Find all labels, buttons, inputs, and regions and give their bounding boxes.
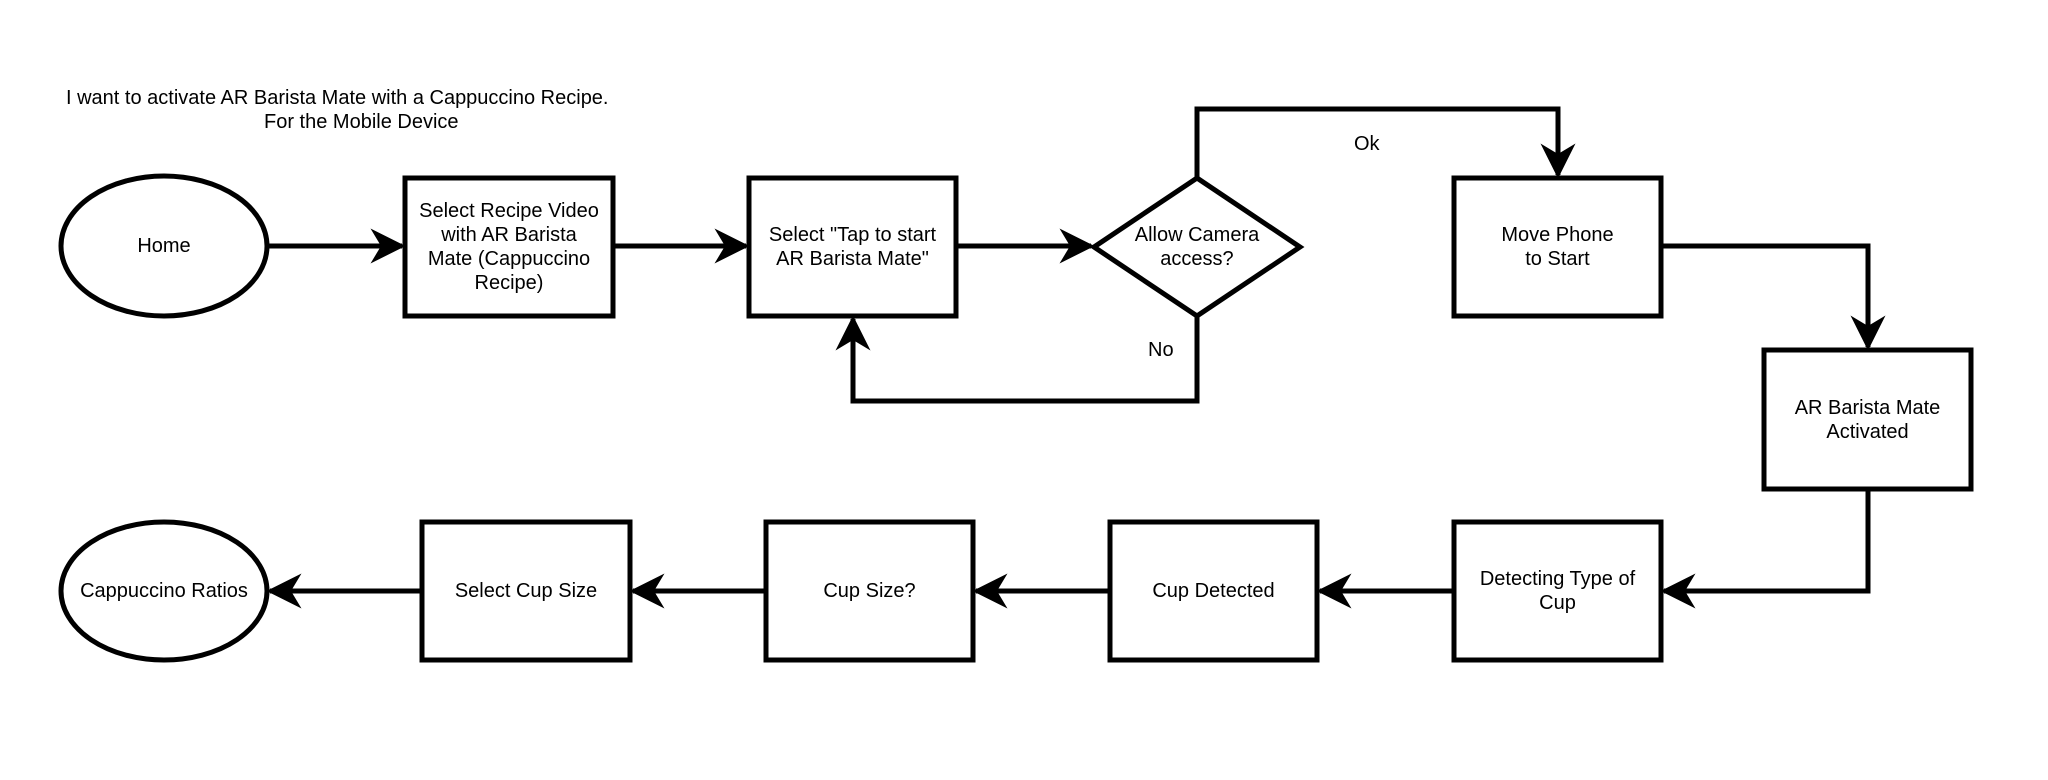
select-cup-size-node-label: Select Cup Size [454, 580, 598, 602]
edge-allow-camera-no [835, 315, 1200, 404]
cup-detected-node-label: Cup Detected [1152, 580, 1275, 602]
detecting-node-label: Detecting Type of Cup [1479, 568, 1636, 614]
select-recipe-node-shape [402, 175, 616, 319]
select-cup-size-node-shape [419, 519, 633, 663]
edge-allow-camera-ok [1194, 106, 1576, 179]
edge-label-no: No [1148, 339, 1174, 361]
select-recipe-node-label: Select Recipe Video with AR Barista Mate… [419, 200, 599, 294]
edge-activated-to-detecting [1660, 489, 1871, 609]
edge-label-ok: Ok [1354, 133, 1380, 155]
home-node-label: Home [137, 235, 191, 257]
allow-camera-decision-label: Allow Camera access? [1134, 224, 1260, 270]
diagram-heading-line2: For the Mobile Device [264, 111, 459, 133]
cup-size-question-node-label: Cup Size? [823, 580, 916, 602]
ratios-node-label: Cappuccino Ratios [80, 580, 248, 602]
move-phone-node-label: Move Phone to Start [1501, 224, 1614, 270]
tap-to-start-node-label: Select "Tap to start AR Barista Mate" [768, 224, 937, 270]
edge-move-phone-to-activated [1661, 243, 1886, 351]
tap-to-start-node-shape [746, 175, 959, 319]
activated-node-label: AR Barista Mate Activated [1794, 396, 1941, 443]
diagram-heading-line1: I want to activate AR Barista Mate with … [66, 87, 609, 109]
